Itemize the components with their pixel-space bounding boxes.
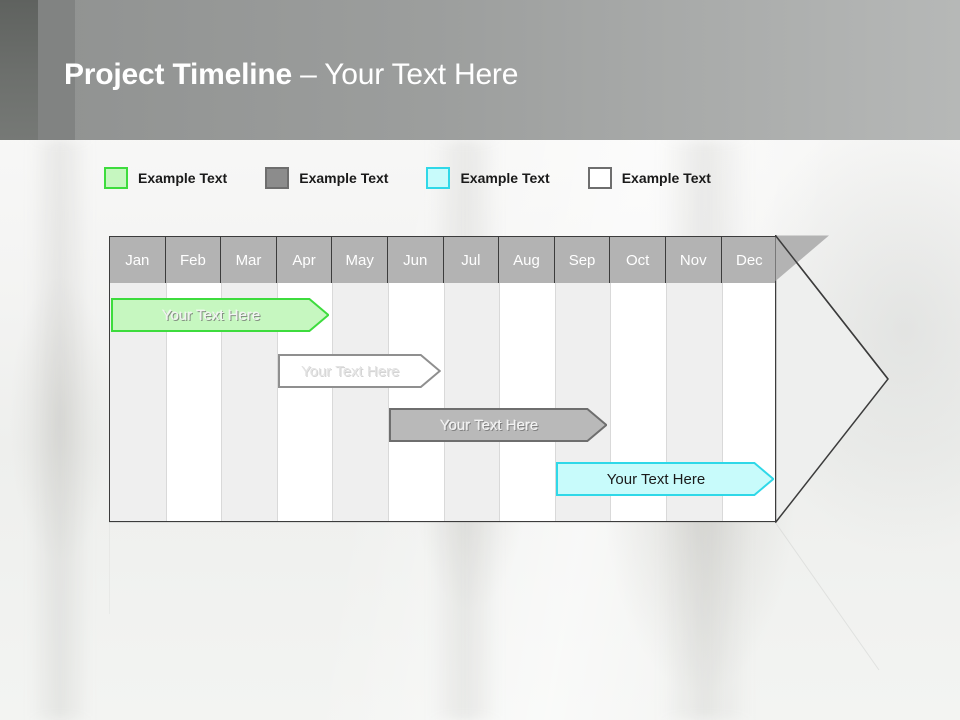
- timeline-bar-2[interactable]: Your Text Here: [277, 354, 441, 388]
- month-header-cell[interactable]: Apr: [277, 237, 333, 283]
- timeline-column-divider: [276, 237, 278, 521]
- timeline-column-divider: [499, 237, 501, 521]
- legend-item-label: Example Text: [138, 170, 228, 186]
- month-header-cell[interactable]: Aug: [499, 237, 555, 283]
- legend-swatch-cyan: [426, 167, 451, 189]
- page-title-light: – Your Text Here: [292, 58, 519, 91]
- timeline-column: [165, 237, 222, 521]
- bar-label: Your Text Here: [439, 416, 539, 434]
- slide-header: Project Timeline – Your Text Here: [0, 0, 960, 140]
- timeline-column: [443, 237, 500, 521]
- legend-item[interactable]: Example Text: [104, 167, 227, 189]
- legend-item[interactable]: Example Text: [426, 167, 550, 189]
- timeline-column-divider: [165, 237, 167, 521]
- legend-item[interactable]: Example Text: [265, 167, 388, 189]
- month-header-cell[interactable]: Nov: [666, 237, 722, 283]
- month-header-cell[interactable]: Jun: [388, 237, 444, 283]
- legend-swatch-gray: [265, 167, 290, 189]
- month-header-cell[interactable]: Mar: [221, 237, 277, 283]
- month-header-cell[interactable]: Feb: [166, 237, 222, 283]
- legend: Example Text Example Text Example Text Exam…: [104, 167, 749, 189]
- bar-shape: [389, 408, 608, 442]
- timeline-column-divider: [666, 237, 667, 521]
- header-band-mid: [38, 0, 75, 140]
- legend-item-label: Example Text: [621, 170, 711, 186]
- bar-shape: [111, 298, 330, 332]
- timeline-column: [110, 237, 166, 521]
- bar-label: Your Text Here: [300, 362, 400, 380]
- bar-shape: [555, 462, 775, 496]
- month-header-cell[interactable]: Jul: [444, 237, 500, 283]
- legend-swatch-green: [104, 167, 128, 189]
- bar-label: Your Text Here: [161, 306, 261, 324]
- timeline-column-divider: [443, 237, 445, 521]
- month-header-cell[interactable]: Oct: [610, 237, 666, 283]
- timeline-column-divider: [721, 237, 723, 521]
- timeline-bar-3[interactable]: Your Text Here: [389, 408, 608, 442]
- background-streak-left: [30, 140, 90, 720]
- bar-label: Your Text Here: [606, 470, 706, 488]
- legend-swatch-white: [587, 167, 612, 189]
- legend-item-label: Example Text: [299, 170, 389, 186]
- legend-item[interactable]: Example Text: [587, 167, 711, 189]
- timeline-column-divider: [221, 237, 223, 521]
- timeline-reflection: [109, 522, 880, 671]
- timeline-bar-4[interactable]: Your Text Here: [555, 462, 775, 496]
- month-header-cell[interactable]: May: [332, 237, 388, 283]
- month-header-cell[interactable]: Dec: [735, 251, 763, 269]
- page-title: Project Timeline – Your Text Here: [64, 58, 518, 92]
- timeline-arrow-head: [775, 235, 889, 523]
- month-header-cell[interactable]: Jan: [110, 237, 166, 283]
- legend-item-label: Example Text: [460, 170, 550, 186]
- timeline-bar-1[interactable]: Your Text Here: [111, 298, 330, 332]
- bar-shape: [277, 354, 441, 388]
- timeline-column: [221, 237, 277, 521]
- page-title-bold: Project Timeline: [64, 58, 292, 91]
- timeline-column-divider: [610, 237, 612, 521]
- month-header-cell[interactable]: Sep: [555, 237, 611, 283]
- header-band-dark: [0, 0, 38, 140]
- timeline-column-divider: [554, 237, 556, 521]
- timeline-column: [499, 237, 555, 521]
